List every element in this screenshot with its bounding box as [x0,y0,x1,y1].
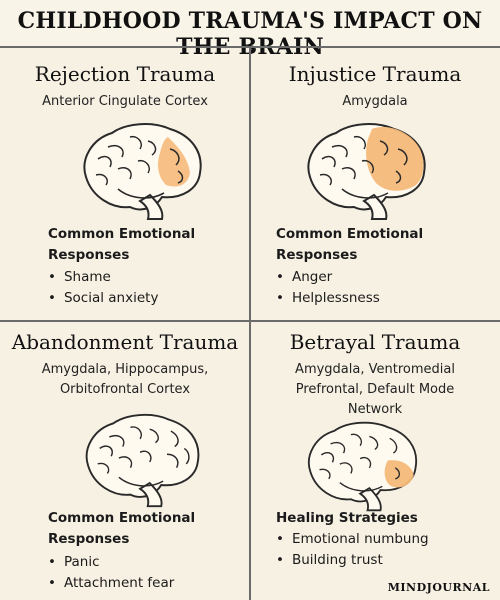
panel-title: Injustice Trauma [288,62,462,86]
section-title: Common Emotional Responses [48,508,195,550]
list-item: •Panic [48,554,100,570]
brain-illustration [307,123,426,220]
brain-icon [85,413,200,508]
panel-rejection-trauma: Rejection Trauma Anterior Cingulate Cort… [0,46,250,320]
panel-injustice-trauma: Injustice Trauma Amygdala Common Emotion… [250,46,500,320]
divider-vertical [249,46,251,600]
strategy-list: •Emotional numbung •Building trust [276,529,429,571]
list-item: •Emotional numbung [276,531,429,547]
divider-horizontal [0,320,500,322]
bullet-icon: • [48,290,56,306]
list-item: •Building trust [276,552,383,568]
panel-betrayal-trauma: Betrayal Trauma Amygdala, Ventromedial P… [250,322,500,600]
region-line: Amygdala [342,94,408,109]
panel-title: Abandonment Trauma [11,330,239,354]
bullet-icon: • [276,531,284,547]
bullet-icon: • [48,554,56,570]
bullet-icon: • [48,575,56,591]
panel-title: Rejection Trauma [34,62,216,86]
section-title: Healing Strategies [276,508,418,529]
list-item: •Attachment fear [48,575,175,591]
panel-title: Betrayal Trauma [289,330,461,354]
list-item: •Anger [276,269,333,285]
bullet-icon: • [48,269,56,285]
mindjournal-logo: MINDJOURNAL [387,581,490,594]
brain-region-text: Anterior Cingulate Cortex [0,92,250,112]
region-line: Network [347,402,403,417]
bullet-icon: • [276,290,284,306]
list-item: •Shame [48,269,111,285]
section-title-line: Common Emotional [276,226,424,242]
section-title-line: Common Emotional [48,510,196,526]
brain-icon [307,123,426,220]
title-bar [0,0,500,46]
response-list: •Panic •Attachment fear [48,552,174,594]
brain-region-text: Amygdala, Hippocampus, Orbitofrontal Cor… [0,360,250,400]
brain-illustration [308,421,418,512]
brain-icon [308,421,418,512]
region-line: Amygdala, Hippocampus, [41,362,209,377]
section-title-line: Responses [48,531,130,547]
list-item: •Helplessness [276,290,380,306]
brain-illustration [85,413,200,508]
brain-region-text: Amygdala [250,92,500,112]
region-line: Orbitofrontal Cortex [59,382,191,397]
section-title: Common Emotional Responses [48,224,195,266]
brain-region-text: Amygdala, Ventromedial Prefrontal, Defau… [250,360,500,420]
section-title: Common Emotional Responses [276,224,423,266]
panel-abandonment-trauma: Abandonment Trauma Amygdala, Hippocampus… [0,322,250,600]
bullet-icon: • [276,552,284,568]
bullet-icon: • [276,269,284,285]
response-list: •Shame •Social anxiety [48,267,158,309]
section-title-line: Common Emotional [48,226,196,242]
section-title-line: Responses [276,247,358,263]
region-line: Amygdala, Ventromedial [295,362,455,377]
brain-illustration [83,123,202,220]
region-line: Prefrontal, Default Mode [295,382,455,397]
section-title-line: Healing Strategies [276,510,418,526]
list-item: •Social anxiety [48,290,159,306]
brain-icon [83,123,202,220]
response-list: •Anger •Helplessness [276,267,380,309]
section-title-line: Responses [48,247,130,263]
region-line: Anterior Cingulate Cortex [42,94,208,109]
